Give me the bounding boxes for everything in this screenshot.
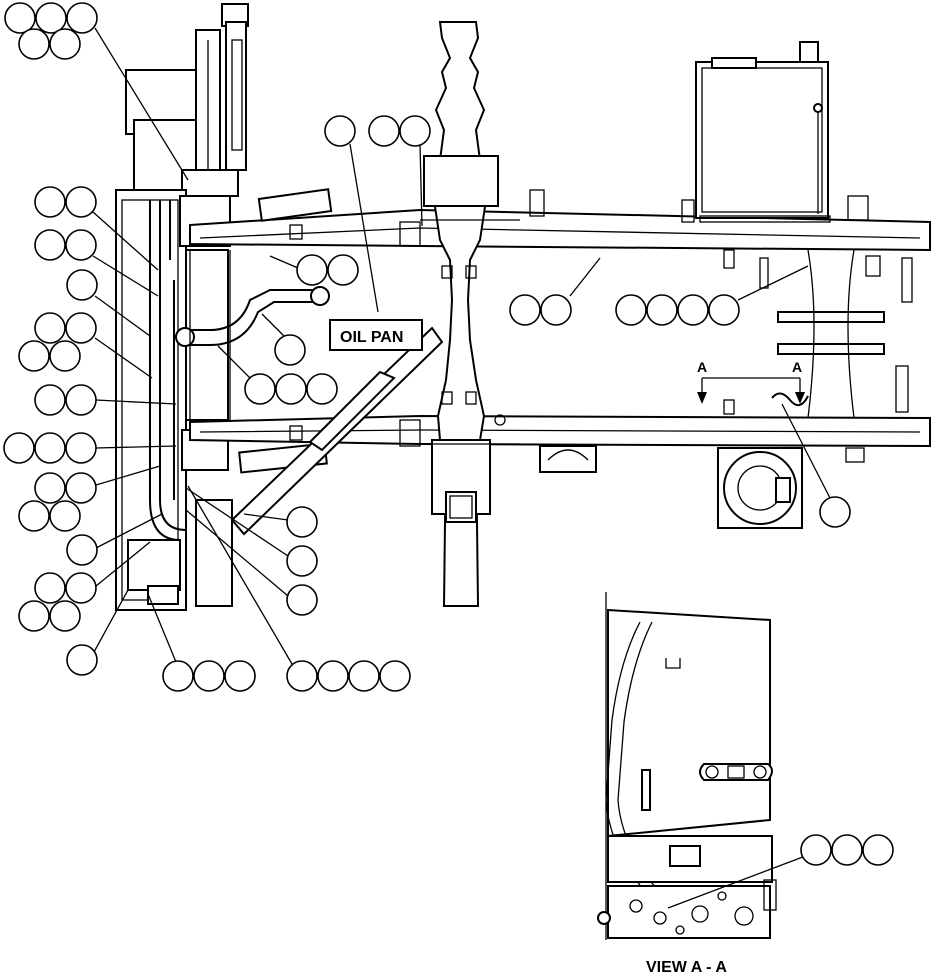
callout-balloon: [49, 340, 81, 372]
callout-balloon: [65, 312, 97, 344]
callout-balloon: [65, 472, 97, 504]
callout-balloon: [317, 660, 349, 692]
callout-balloon: [800, 834, 832, 866]
callout-balloon: [34, 432, 66, 464]
callout-balloon: [35, 2, 67, 34]
oil-pan-label: OIL PAN: [329, 319, 423, 351]
callout-balloon: [348, 660, 380, 692]
section-marker-right: A: [792, 359, 802, 375]
callout-balloon: [49, 28, 81, 60]
callout-balloon: [65, 432, 97, 464]
view-a-a-detail: VIEW A - A: [597, 592, 777, 976]
callout-balloon: [327, 254, 359, 286]
callout-balloon: [286, 584, 318, 616]
callout-balloon: [286, 506, 318, 538]
callout-balloon: [65, 229, 97, 261]
callout-balloon: [324, 115, 356, 147]
callout-balloon: [379, 660, 411, 692]
leader-lines: [92, 27, 831, 909]
callout-balloon: [34, 472, 66, 504]
callout-balloon: [66, 534, 98, 566]
callout-balloon: [646, 294, 678, 326]
callout-balloon: [274, 334, 306, 366]
callout-balloon: [65, 384, 97, 416]
callout-balloon: [66, 2, 98, 34]
callout-balloon: [831, 834, 863, 866]
round-component: [539, 445, 865, 529]
callout-balloon: [18, 500, 50, 532]
callout-balloon: [193, 660, 225, 692]
callout-balloon: [509, 294, 541, 326]
callout-balloon: [244, 373, 276, 405]
callout-balloon: [306, 373, 338, 405]
callout-balloon: [368, 115, 400, 147]
callout-balloon: [66, 269, 98, 301]
oil-pan-text: OIL PAN: [340, 329, 403, 346]
callout-balloon: [286, 545, 318, 577]
callout-balloon: [296, 254, 328, 286]
callout-balloon: [34, 229, 66, 261]
callout-balloon: [65, 186, 97, 218]
callout-balloon: [65, 572, 97, 604]
callout-balloon: [34, 384, 66, 416]
callout-balloon: [18, 600, 50, 632]
callout-balloon: [34, 186, 66, 218]
lift-cylinder: [125, 3, 249, 197]
center-vertical-member: [420, 21, 520, 607]
callout-balloon: [819, 496, 851, 528]
callout-balloon: [3, 432, 35, 464]
callout-balloon: [49, 600, 81, 632]
callout-balloon: [677, 294, 709, 326]
callout-balloon: [18, 340, 50, 372]
frame-rails: [189, 188, 931, 474]
callout-balloon: [275, 373, 307, 405]
callout-balloon: [399, 115, 431, 147]
callout-balloon: [34, 572, 66, 604]
callout-balloons: [3, 2, 894, 866]
front-housing: [115, 189, 330, 611]
callout-balloon: [49, 500, 81, 532]
callout-balloon: [66, 644, 98, 676]
callout-balloon: [224, 660, 256, 692]
section-marker-left: A: [697, 359, 707, 375]
callout-balloon: [286, 660, 318, 692]
callout-balloon: [18, 28, 50, 60]
view-caption: VIEW A - A: [646, 959, 727, 973]
section-a-markers: A A: [697, 359, 809, 407]
callout-balloon: [34, 312, 66, 344]
callout-balloon: [862, 834, 894, 866]
callout-balloon: [615, 294, 647, 326]
callout-balloon: [540, 294, 572, 326]
callout-balloon: [4, 2, 36, 34]
callout-balloon: [162, 660, 194, 692]
callout-balloon: [708, 294, 740, 326]
diagonal-brace: [230, 326, 444, 536]
hydraulic-tank: [695, 41, 831, 223]
